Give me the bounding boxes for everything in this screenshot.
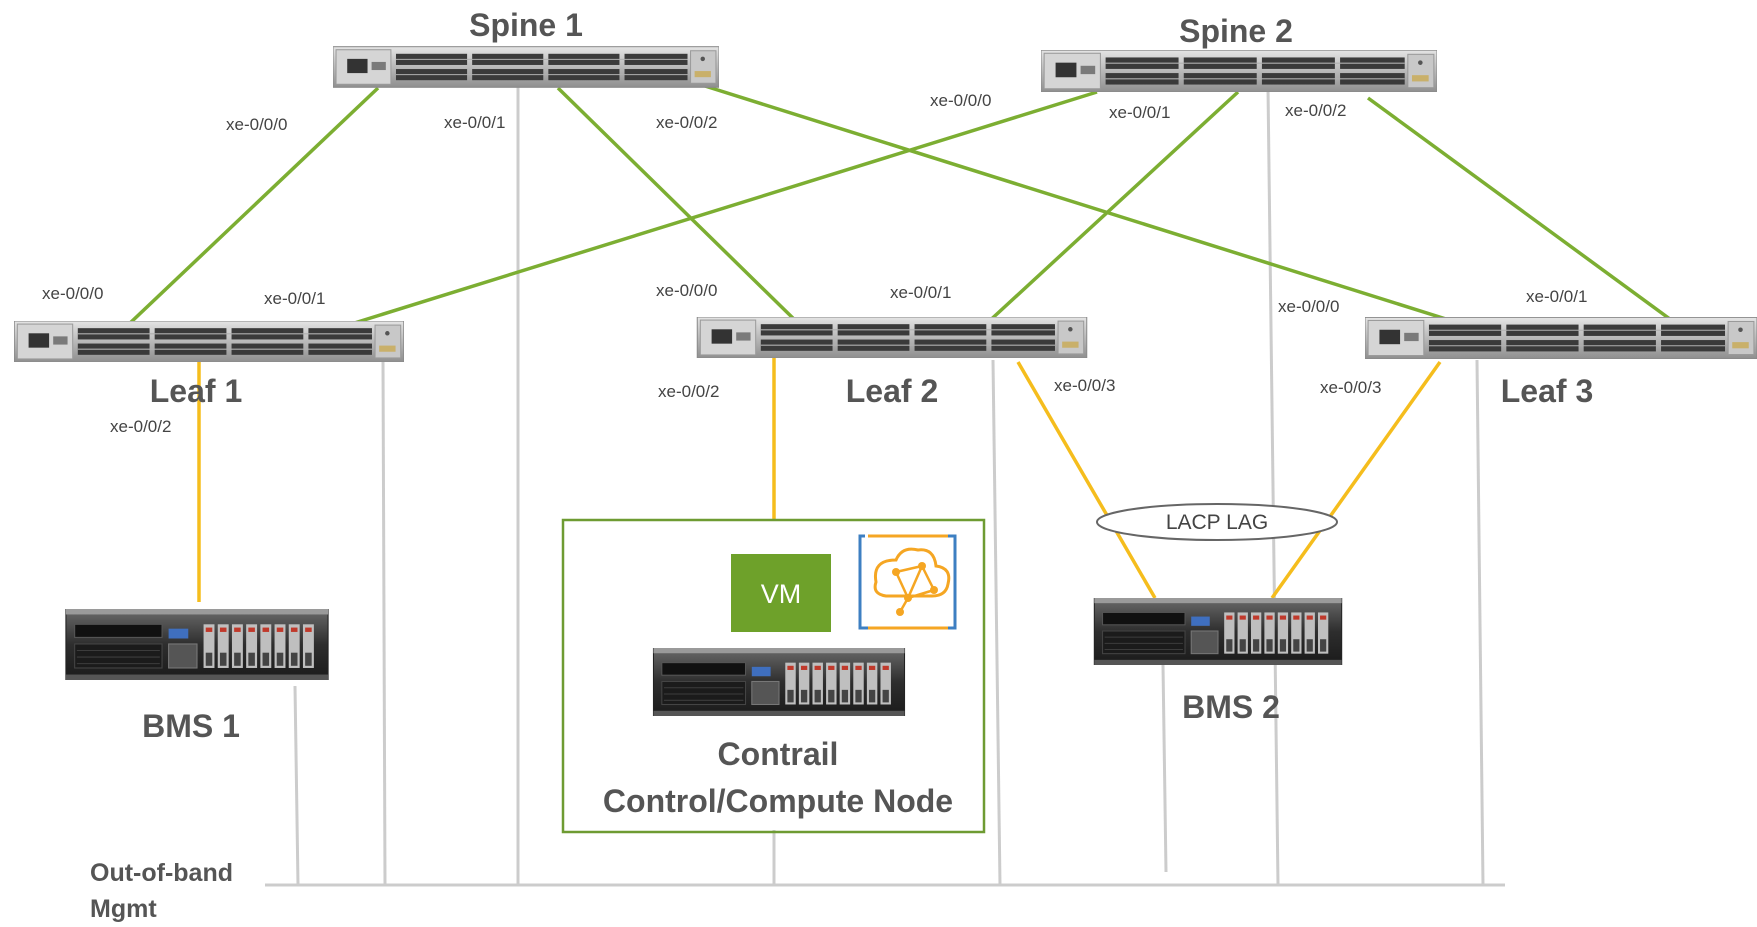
bms2-label: BMS 2 <box>1182 689 1280 725</box>
leaf3-switch[interactable] <box>1365 317 1757 359</box>
link-spine1-leaf1 <box>126 86 380 327</box>
contrail-cloud-icon <box>858 534 957 630</box>
bms2-server[interactable] <box>1093 598 1343 665</box>
port-label-leaf1-p1: xe-0/0/1 <box>264 289 325 308</box>
port-label-spine2-p1: xe-0/0/1 <box>1109 103 1170 122</box>
spine1-label: Spine 1 <box>469 7 583 43</box>
leaf2-label: Leaf 2 <box>846 373 938 409</box>
port-label-leaf2-p3: xe-0/0/3 <box>1054 376 1115 395</box>
link-spine2-leaf2 <box>983 90 1240 327</box>
port-label-spine2-p2: xe-0/0/2 <box>1285 101 1346 120</box>
port-label-leaf2-p0: xe-0/0/0 <box>656 281 717 300</box>
compute-node-box <box>561 518 986 834</box>
port-label-leaf3-p1: xe-0/0/1 <box>1526 287 1587 306</box>
port-label-spine1-p1: xe-0/0/1 <box>444 113 505 132</box>
port-labels: xe-0/0/0 xe-0/0/1 xe-0/0/2 xe-0/0/0 xe-0… <box>42 91 1587 436</box>
mgmt-links <box>265 82 1505 887</box>
mgmt-label-line2: Mgmt <box>90 895 157 923</box>
access-links <box>197 358 1442 602</box>
link-leaf3-bms2 <box>1270 360 1442 600</box>
compute-label-line2: Control/Compute Node <box>603 783 953 819</box>
mgmt-link-spine2 <box>1266 87 1280 886</box>
compute-label-line1: Contrail <box>718 736 839 772</box>
mgmt-label-line1: Out-of-band <box>90 859 233 887</box>
port-label-spine2-p0: xe-0/0/0 <box>930 91 991 110</box>
port-label-leaf2-p1: xe-0/0/1 <box>890 283 951 302</box>
link-spine2-leaf1 <box>347 90 1098 327</box>
compute-server[interactable] <box>652 648 906 716</box>
link-spine1-leaf3 <box>704 84 1466 327</box>
leaf3-label: Leaf 3 <box>1501 373 1593 409</box>
port-label-leaf1-p0: xe-0/0/0 <box>42 284 103 303</box>
port-label-leaf2-p2: xe-0/0/2 <box>658 382 719 401</box>
leaf1-label: Leaf 1 <box>150 373 242 409</box>
spine2-switch[interactable] <box>1041 50 1437 92</box>
link-spine1-leaf2 <box>556 86 802 327</box>
mgmt-link-bms2 <box>1161 664 1168 873</box>
link-spine2-leaf3 <box>1366 96 1680 327</box>
link-leaf2-bms2 <box>1016 361 1157 599</box>
mgmt-link-leaf2 <box>991 359 1002 886</box>
mgmt-link-leaf1 <box>381 359 387 886</box>
port-label-leaf3-p0: xe-0/0/0 <box>1278 297 1339 316</box>
port-label-spine1-p0: xe-0/0/0 <box>226 115 287 134</box>
mgmt-link-bms1 <box>293 685 300 886</box>
port-label-leaf1-p2: xe-0/0/2 <box>110 417 171 436</box>
spine2-label: Spine 2 <box>1179 13 1293 49</box>
fabric-links <box>126 84 1680 327</box>
bms1-label: BMS 1 <box>142 708 240 744</box>
lacp-lag-label: LACP LAG <box>1166 511 1268 534</box>
mgmt-link-leaf3 <box>1475 359 1485 886</box>
vm-box[interactable] <box>731 554 831 632</box>
vm-label: VM <box>761 579 802 609</box>
bms1-server[interactable] <box>65 609 329 680</box>
leaf1-switch[interactable] <box>14 321 404 362</box>
spine1-switch[interactable] <box>333 46 719 88</box>
port-label-spine1-p2: xe-0/0/2 <box>656 113 717 132</box>
leaf2-switch[interactable] <box>696 317 1088 358</box>
port-label-leaf3-p3: xe-0/0/3 <box>1320 378 1381 397</box>
lacp-lag-ellipse <box>1096 503 1338 541</box>
